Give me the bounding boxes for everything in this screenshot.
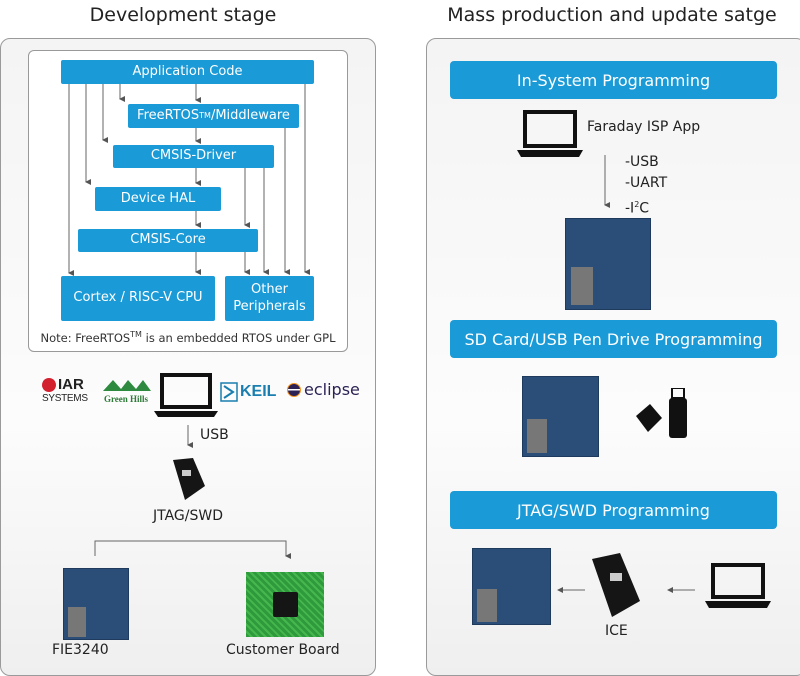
tm-mark: TM [130,330,142,339]
cpu-box: Cortex / RISC-V CPU [61,276,215,321]
in-system-programming-bar: In-System Programming [450,61,777,99]
development-stage-title: Development stage [89,4,277,26]
sd-usb-programming-bar: SD Card/USB Pen Drive Programming [450,320,777,358]
customer-board-image [246,572,324,637]
board-image [565,218,651,310]
cmsis-driver-box: CMSIS-Driver [113,145,274,168]
uart-item: -UART [625,175,668,191]
faraday-isp-app-label: Faraday ISP App [587,119,701,135]
fie3240-board-image [63,568,129,640]
i2c-superscript: 2 [634,200,640,209]
tm-mark: TM [199,110,211,120]
i2c-text: -I [625,200,635,217]
laptop-icon [154,373,218,417]
application-code-box: Application Code [61,60,314,84]
laptop-icon [517,110,583,157]
interface-list: -USB -UART -I2C [625,152,667,220]
note-text: Note: FreeRTOS [40,330,131,345]
note-text: is an embedded RTOS under GPL [141,330,336,345]
jtag-swd-programming-bar: JTAG/SWD Programming [450,491,777,529]
jtag-debugger-icon [173,458,205,500]
iar-logo: IAR SYSTEMS [42,376,88,404]
cmsis-core-box: CMSIS-Core [78,229,258,252]
mass-production-title: Mass production and update satge [447,4,777,26]
ice-label: ICE [605,623,628,639]
usb-item: -USB [625,154,659,170]
fie3240-label: FIE3240 [52,642,109,658]
laptop-icon [705,563,771,608]
board-image [472,548,551,625]
freertos-note: Note: FreeRTOSTM is an embedded RTOS und… [28,330,348,345]
usb-label: USB [200,427,229,443]
board-image [522,376,599,457]
sd-card-usb-drive-icon [636,388,687,438]
i2c-item: -I2C [625,194,667,220]
eclipse-logo: eclipse [287,380,360,399]
jtag-swd-label: JTAG/SWD [153,508,223,524]
middleware-label: /Middleware [210,107,290,123]
ice-debugger-icon [592,553,640,617]
device-hal-box: Device HAL [95,187,221,211]
customer-board-label: Customer Board [226,642,340,658]
freertos-label: FreeRTOS [137,107,200,123]
other-peripherals-box: Other Peripherals [225,276,314,321]
keil-logo: KEIL [220,380,282,404]
green-hills-logo: Green Hills [100,376,152,406]
i2c-text: C [639,200,650,217]
